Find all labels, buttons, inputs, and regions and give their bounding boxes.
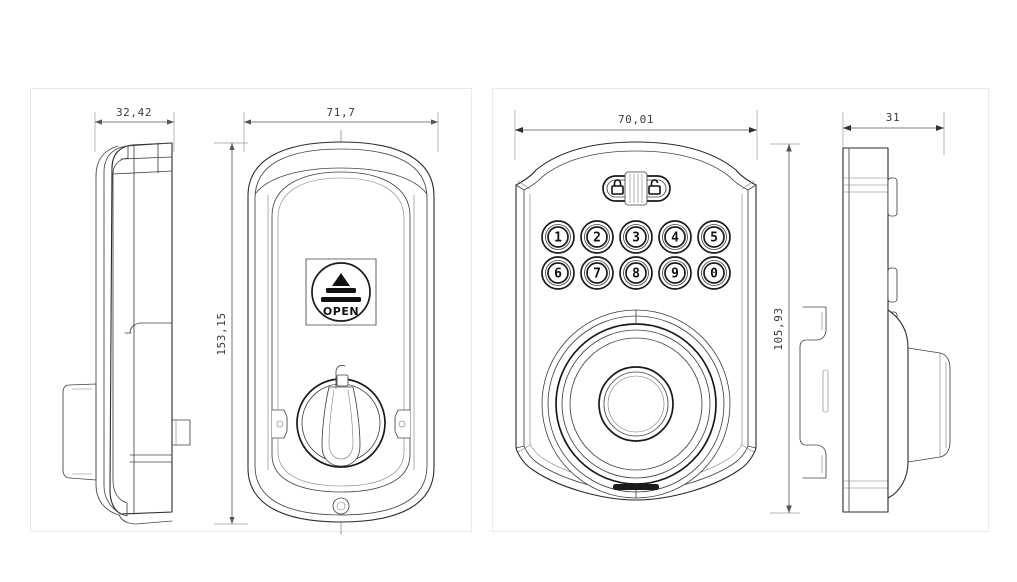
keypad-key-label: 6 [554,267,562,282]
bottom-screw [332,497,350,515]
bar-lower-icon [321,297,361,302]
dimension-label-32-42: 32,42 [116,106,152,119]
dimension-interior-front-height: 153,15 [214,142,248,525]
lock-toggle[interactable] [602,171,671,206]
padlock-open-icon [648,179,661,195]
padlock-closed-icon [611,179,624,195]
dimension-label-153-15: 153,15 [215,312,228,355]
battery-contact-slot [613,484,659,490]
keypad[interactable]: 1 2 3 4 5 6 7 8 9 0 [541,220,731,290]
open-button-label: OPEN [323,305,359,318]
triangle-icon [332,273,350,286]
key-cylinder-rosette[interactable] [541,309,731,499]
dimension-exterior-front-height: 105,93 [770,143,800,514]
dimension-label-31: 31 [886,111,900,124]
keypad-key-7[interactable]: 7 [580,256,614,290]
keypad-key-label: 0 [710,267,718,282]
interior-front-view: OPEN [247,141,435,523]
keypad-key-9[interactable]: 9 [658,256,692,290]
keypad-key-1[interactable]: 1 [541,220,575,254]
keypad-key-label: 5 [710,231,718,246]
interior-side-profile [62,142,191,525]
thumbturn-assembly[interactable] [271,364,411,468]
exterior-side-profile [799,147,951,513]
keypad-key-3[interactable]: 3 [619,220,653,254]
keypad-key-label: 3 [632,231,640,246]
dimension-label-70-01: 70,01 [618,113,654,126]
keypad-key-label: 9 [671,267,679,282]
keypad-key-8[interactable]: 8 [619,256,653,290]
keypad-key-0[interactable]: 0 [697,256,731,290]
keypad-key-label: 7 [593,267,601,282]
ribbed-grip-icon[interactable] [624,171,648,206]
keypad-key-6[interactable]: 6 [541,256,575,290]
dimension-label-71-7: 71,7 [327,106,356,119]
keypad-key-label: 2 [593,231,601,246]
dimension-label-105-93: 105,93 [772,307,785,350]
exterior-front-view: 1 2 3 4 5 6 7 8 9 0 [515,141,757,501]
dimension-exterior-front-width: 70,01 [514,110,758,160]
keypad-key-4[interactable]: 4 [658,220,692,254]
keypad-key-5[interactable]: 5 [697,220,731,254]
dimension-interior-side-width: 32,42 [94,106,175,152]
bar-upper-icon [326,288,356,293]
keypad-key-2[interactable]: 2 [580,220,614,254]
keypad-key-label: 4 [671,231,679,246]
keypad-key-label: 8 [632,267,640,282]
dimension-interior-front-width: 71,7 [243,106,439,152]
keypad-key-label: 1 [554,231,562,246]
